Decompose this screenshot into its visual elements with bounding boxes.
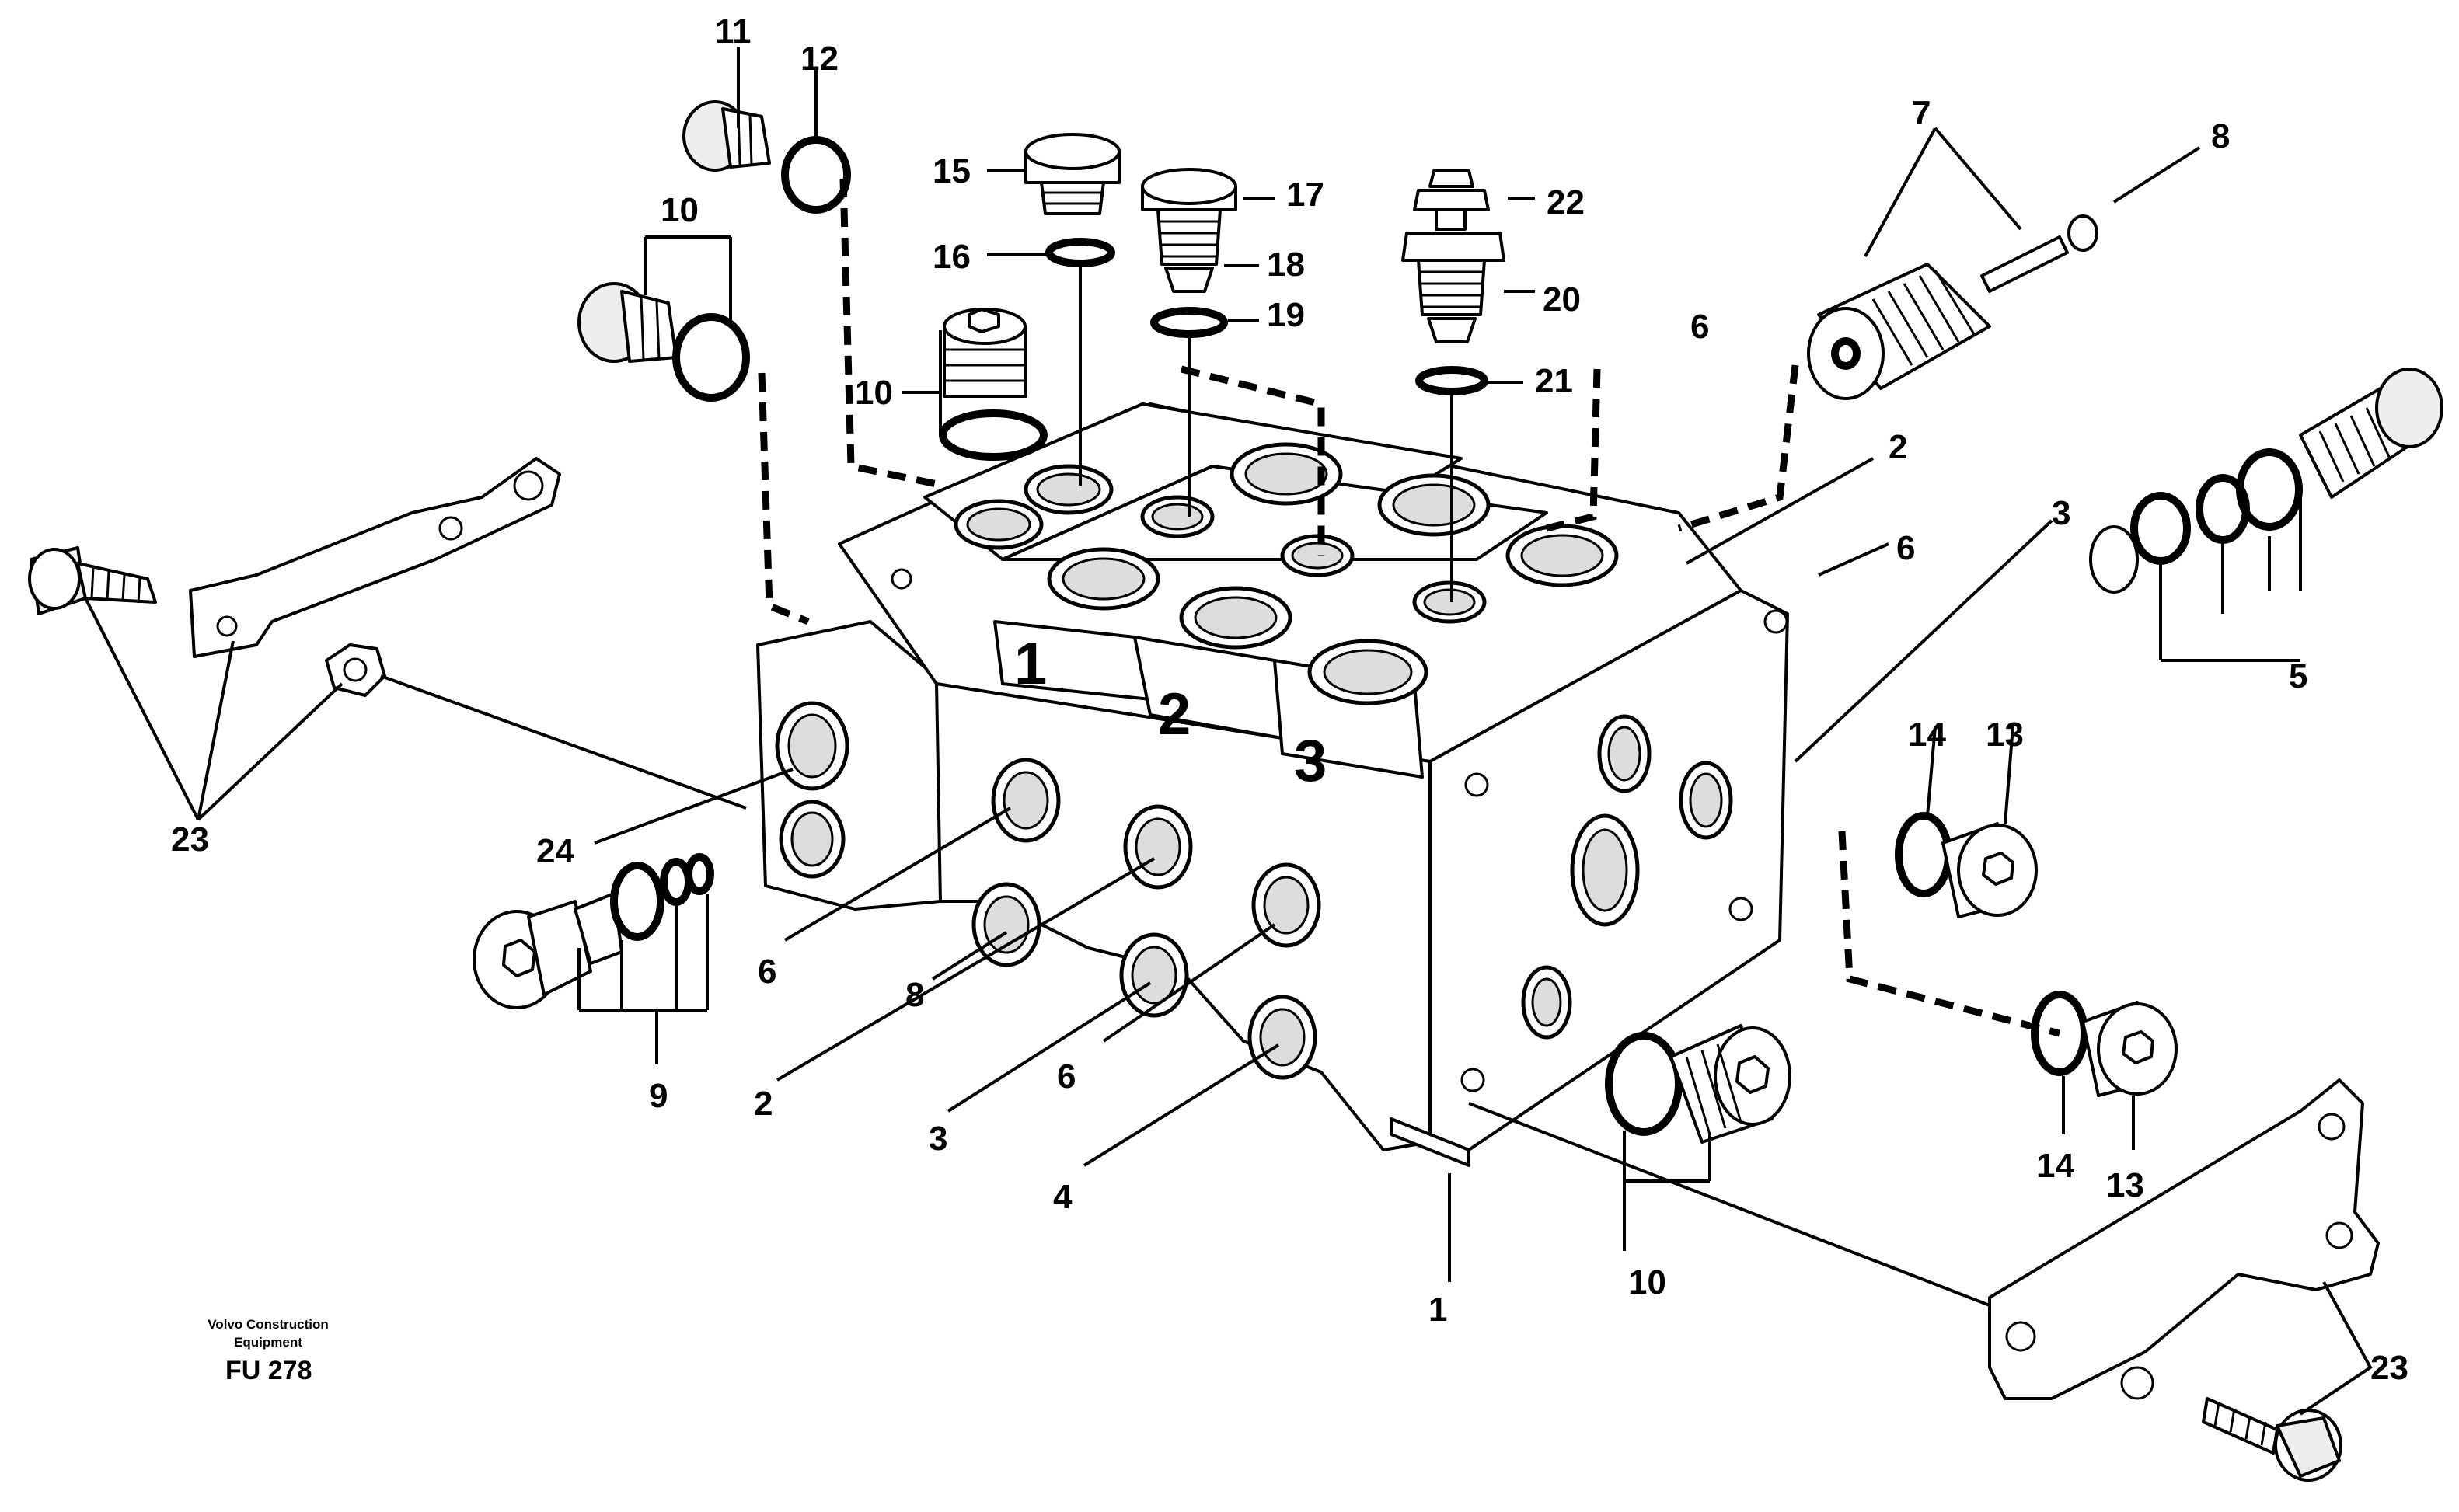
spool-rod-8 <box>1980 214 2098 293</box>
leader-lines <box>84 47 2373 1416</box>
credit-line-2: Equipment <box>234 1335 302 1350</box>
seal-ring-10-lower <box>1605 1032 1683 1136</box>
callout-11: 11 <box>715 12 752 51</box>
spool-7 <box>1807 263 1991 400</box>
callout-13-upper: 13 <box>1986 716 2024 754</box>
section-label-2: 2 <box>1158 681 1191 747</box>
seal-9c <box>685 853 714 895</box>
callout-23-left: 23 <box>171 820 209 859</box>
callout-21: 21 <box>1535 362 1573 400</box>
callout-10-top: 10 <box>855 374 893 412</box>
plug-15 <box>1024 133 1121 215</box>
right-mounting-bracket <box>1988 1078 2380 1400</box>
valve-20 <box>1401 169 1505 343</box>
seal-ring-21 <box>1415 366 1488 395</box>
callout-18: 18 <box>1267 246 1305 284</box>
plug-13-upper <box>1941 822 2038 918</box>
plug-17 <box>1141 168 1237 293</box>
plug-10-upper <box>577 282 678 363</box>
valve-block-body <box>756 402 1789 1167</box>
callout-4: 4 <box>1053 1178 1073 1216</box>
section-labels: 1 2 3 <box>1014 631 1327 794</box>
seal-5d <box>2089 525 2139 594</box>
seal-5b <box>2196 474 2250 544</box>
seal-ring-10-upper <box>672 313 750 402</box>
callout-labels: 1 2 2 3 3 4 5 6 6 6 6 7 8 8 9 10 10 10 1… <box>171 12 2408 1387</box>
callout-2: 2 <box>754 1085 773 1123</box>
section-label-1: 1 <box>1014 631 1047 697</box>
callout-14-lower: 14 <box>2036 1147 2074 1185</box>
callout-17: 17 <box>1286 176 1324 214</box>
left-bracket-bolt <box>28 546 157 615</box>
callout-23-right: 23 <box>2370 1349 2408 1387</box>
callout-14-upper: 14 <box>1908 716 1946 754</box>
callout-6-top: 6 <box>1690 308 1709 346</box>
callout-8: 8 <box>905 976 924 1014</box>
callout-6-lower: 6 <box>1057 1057 1076 1096</box>
callout-15: 15 <box>933 152 971 190</box>
seal-ring-16 <box>1045 238 1115 267</box>
callout-24: 24 <box>536 832 574 870</box>
callout-3: 3 <box>929 1120 947 1158</box>
callout-3-right: 3 <box>2052 494 2070 532</box>
callout-6-right: 6 <box>1896 529 1915 567</box>
callout-22: 22 <box>1547 183 1585 221</box>
figure-credit: Volvo Construction Equipment FU 278 <box>208 1317 329 1385</box>
callout-5: 5 <box>2289 657 2307 695</box>
plug-10-lower <box>1669 1024 1791 1144</box>
seal-9a <box>610 862 664 941</box>
assembly-dashes <box>758 178 2061 1037</box>
callout-20: 20 <box>1543 280 1581 319</box>
callout-8-top: 8 <box>2211 117 2230 155</box>
figure-code: FU 278 <box>225 1356 312 1385</box>
callout-6: 6 <box>758 953 776 991</box>
left-mounting-bracket <box>189 457 561 658</box>
right-bracket-bolt <box>2202 1397 2342 1482</box>
callout-19: 19 <box>1267 296 1305 334</box>
callout-10-upper: 10 <box>661 191 699 229</box>
callout-1: 1 <box>1428 1291 1447 1329</box>
callout-16: 16 <box>933 238 971 276</box>
plug-13-lower <box>2081 1001 2178 1097</box>
plug-11 <box>682 100 771 172</box>
callout-10-lower: 10 <box>1628 1263 1666 1301</box>
callout-2-right: 2 <box>1889 428 1907 466</box>
callout-9: 9 <box>649 1077 668 1115</box>
seal-ring-10-top <box>939 409 1048 461</box>
credit-line-1: Volvo Construction <box>208 1317 329 1332</box>
section-label-3: 3 <box>1294 728 1327 794</box>
plug-9 <box>473 892 623 1009</box>
callout-12: 12 <box>800 40 839 78</box>
callout-7: 7 <box>1912 94 1931 132</box>
callout-13-lower: 13 <box>2106 1166 2144 1204</box>
plug-10-top <box>943 308 1027 398</box>
relief-valve-5 <box>2299 368 2443 499</box>
